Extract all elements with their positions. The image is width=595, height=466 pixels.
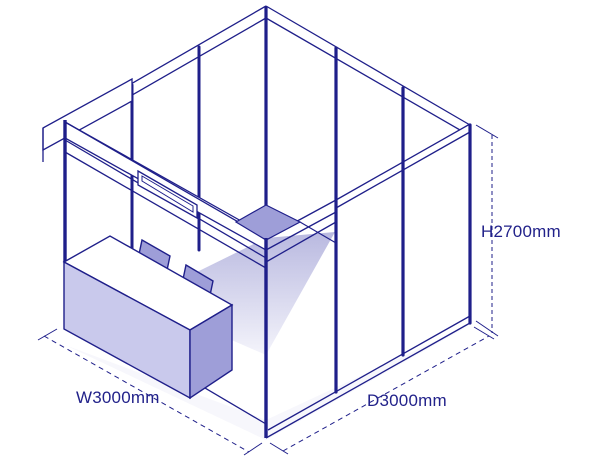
width-dimension-line bbox=[37, 328, 263, 456]
booth-floor bbox=[140, 232, 335, 355]
depth-dimension-line bbox=[269, 326, 495, 455]
right-wall-posts bbox=[334, 46, 472, 394]
sign-panel bbox=[137, 169, 198, 220]
counter-side bbox=[189, 303, 233, 400]
height-dimension-line bbox=[475, 124, 499, 337]
floor-light bbox=[65, 325, 470, 440]
right-wall-rails bbox=[265, 315, 471, 439]
depth-label: D3000mm bbox=[367, 391, 447, 410]
reception-counter bbox=[62, 235, 234, 400]
right-wall-head bbox=[335, 123, 471, 209]
height-label: H2700mm bbox=[481, 222, 561, 241]
width-label: W3000mm bbox=[76, 388, 160, 407]
